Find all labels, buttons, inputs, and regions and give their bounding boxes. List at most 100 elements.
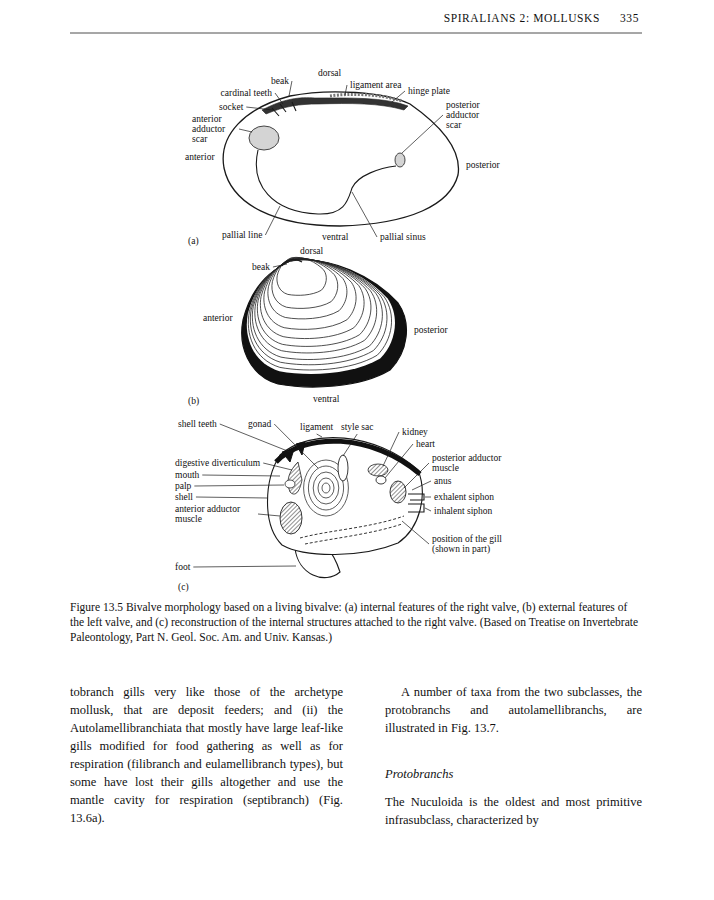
hinge-plate <box>262 98 408 114</box>
leader-line <box>273 264 287 267</box>
orientation-label: posterior <box>466 160 500 170</box>
valve-exterior <box>242 257 407 387</box>
palp <box>285 480 295 488</box>
leader-line <box>289 81 292 96</box>
posterior-adductor <box>390 481 406 503</box>
digestive-diverticulum <box>288 462 302 494</box>
leader-line <box>392 91 405 102</box>
pallial-line <box>256 150 396 214</box>
growth-line <box>248 260 391 370</box>
leader-line <box>246 107 273 110</box>
part-label: anterior adductor scar <box>192 114 236 144</box>
soft-anatomy <box>268 438 425 578</box>
siphons <box>408 494 424 512</box>
gill <box>300 516 404 538</box>
leader-line <box>263 463 292 470</box>
gonad <box>313 472 339 504</box>
leader-line <box>425 508 431 511</box>
part-label: cardinal teeth <box>221 88 272 98</box>
part-label: digestive diverticulum <box>175 458 260 468</box>
leader-line <box>352 192 377 237</box>
growth-line <box>255 259 377 353</box>
orientation-label: dorsal <box>300 246 323 256</box>
part-label: anterior adductor muscle <box>175 504 255 524</box>
leader-line <box>239 129 252 132</box>
part-label: style sac <box>341 422 373 432</box>
part-label: gonad <box>248 419 271 429</box>
part-label: position of the gill (shown in part) <box>432 534 514 554</box>
leader-line <box>317 434 322 437</box>
shell-teeth <box>282 442 305 462</box>
body-text: A number of taxa from the two subclasses… <box>385 683 642 737</box>
style-sac <box>338 455 348 481</box>
part-label: posterior adductor muscle <box>432 453 504 473</box>
body-text: tobranch gills very like those of the ar… <box>70 683 343 827</box>
running-head: SPIRALIANS 2: MOLLUSKS <box>444 12 600 24</box>
body-text: The Nuculoida is the oldest and most pri… <box>385 793 642 829</box>
ligament-area <box>330 94 402 101</box>
page-number: 335 <box>620 12 639 24</box>
orientation-label: posterior <box>414 325 448 335</box>
part-label: shell <box>175 492 193 502</box>
leader-line <box>196 497 267 498</box>
growth-line <box>250 260 387 365</box>
figure-tag: (b) <box>188 396 199 406</box>
leader-line <box>425 497 431 498</box>
adductor-scar <box>249 126 279 150</box>
figure-caption: Figure 13.5 Bivalve morphology based on … <box>70 600 642 645</box>
part-label: beak <box>271 76 289 86</box>
part-label: foot <box>175 562 190 572</box>
part-label: socket <box>219 102 243 112</box>
gonad <box>318 478 334 498</box>
heart <box>376 476 386 484</box>
leader-line <box>194 485 284 486</box>
leader-line <box>265 206 280 235</box>
leader-line <box>275 93 283 104</box>
part-label: inhalent siphon <box>434 506 492 516</box>
beak-umbo <box>282 259 302 266</box>
leader-line <box>343 434 357 456</box>
part-label: kidney <box>402 427 428 437</box>
part-label: posterior adductor scar <box>446 100 494 130</box>
orientation-label: ventral <box>322 232 348 242</box>
part-label: palp <box>175 481 191 491</box>
part-label: hinge plate <box>408 86 450 96</box>
valve-interior <box>223 92 458 226</box>
orientation-label: anterior <box>203 313 233 323</box>
part-label: shell teeth <box>178 419 217 429</box>
gill <box>305 524 402 544</box>
body-outline <box>268 438 423 555</box>
leader-line <box>258 514 280 516</box>
growth-line <box>252 260 382 360</box>
part-label: pallial line <box>222 230 262 240</box>
kidney <box>368 464 388 476</box>
leader-line <box>402 115 443 153</box>
header-rule <box>70 33 642 34</box>
leader-line <box>412 481 431 490</box>
orientation-label: anterior <box>185 152 215 162</box>
part-label: ligament <box>300 422 333 432</box>
gonad <box>322 483 330 493</box>
part-label: ligament area <box>350 80 401 90</box>
leader-line <box>383 432 399 466</box>
section-heading: Protobranchs <box>385 765 453 783</box>
part-label: anus <box>434 476 451 486</box>
part-label: exhalent siphon <box>434 492 494 502</box>
part-label: beak <box>252 262 270 272</box>
part-label: pallial sinus <box>380 232 426 242</box>
part-label: heart <box>416 439 435 449</box>
leader-line <box>402 521 429 544</box>
leader-line <box>345 85 347 95</box>
leader-line <box>385 444 413 478</box>
orientation-label: dorsal <box>318 68 341 78</box>
leader-line <box>404 463 429 488</box>
growth-line <box>257 259 371 346</box>
orientation-label: ventral <box>313 394 339 404</box>
adductor-scar <box>395 153 405 167</box>
figure-tag: (a) <box>188 236 199 246</box>
part-label: mouth <box>175 470 199 480</box>
anterior-adductor <box>280 502 302 534</box>
shell-outline <box>223 92 458 226</box>
figure-tag: (c) <box>178 582 189 592</box>
cardinal-teeth <box>272 102 296 116</box>
